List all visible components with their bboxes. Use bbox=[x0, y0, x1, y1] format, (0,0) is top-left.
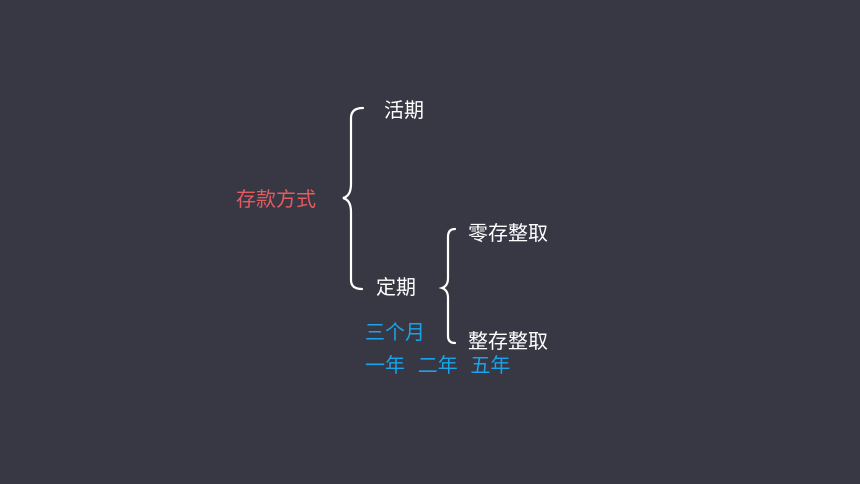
lump-sum-installment-label: 零存整取 bbox=[468, 221, 548, 245]
fixed-deposit-brace bbox=[438, 227, 457, 345]
term-years: 一年 二年 五年 bbox=[365, 353, 511, 377]
deposit-methods-label: 存款方式 bbox=[236, 187, 316, 211]
main-brace bbox=[342, 106, 365, 291]
term-three-months: 三个月 bbox=[365, 320, 425, 344]
fixed-deposit-label: 定期 bbox=[376, 275, 416, 299]
lump-sum-lump-sum-label: 整存整取 bbox=[468, 329, 548, 353]
current-deposit-label: 活期 bbox=[384, 98, 424, 122]
